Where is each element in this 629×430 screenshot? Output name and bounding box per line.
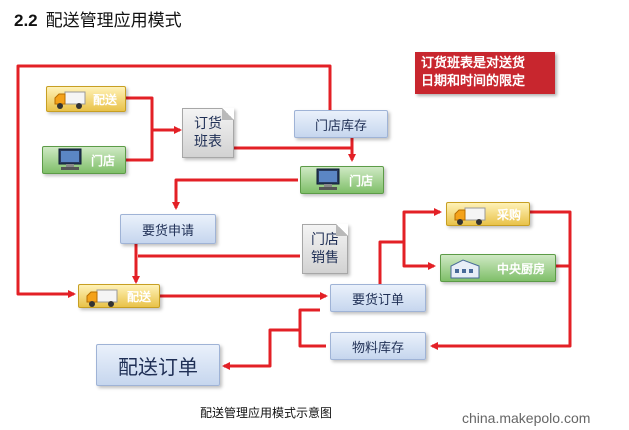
node-store-mid: 门店	[300, 166, 384, 194]
computer-icon	[316, 168, 340, 190]
arrow-order-to-branches	[378, 208, 442, 284]
arrow-to-delivery-order	[222, 328, 300, 370]
node-request-order-label: 要货订单	[351, 292, 404, 308]
node-material-inventory-label: 物料库存	[351, 340, 404, 356]
doc-order-schedule: 订货 班表	[182, 108, 234, 158]
node-store-top: 门店	[42, 146, 126, 174]
doc-store-sales: 门店 销售	[302, 224, 348, 274]
node-store-top-label: 门店	[90, 153, 115, 168]
node-request: 要货申请	[120, 214, 216, 244]
node-central-kitchen-label: 中央厨房	[496, 261, 545, 276]
node-material-inventory: 物料库存	[330, 332, 426, 360]
note-box: 订货班表是对送货 日期和时间的限定	[415, 52, 555, 94]
truck-icon	[454, 207, 486, 225]
section-title: 配送管理应用模式	[45, 11, 182, 31]
node-store-inventory: 门店库存	[294, 110, 388, 138]
doc-order-schedule-line-1: 订货	[194, 116, 222, 132]
building-icon	[450, 259, 480, 279]
truck-icon	[54, 91, 86, 109]
node-store-inventory-label: 门店库存	[314, 118, 367, 134]
node-delivery-mid: 配送	[78, 284, 160, 308]
arrow-inventory-to-delivery	[16, 64, 332, 298]
arrow-order-to-kitchen	[402, 242, 436, 270]
section-number: 2.2	[14, 11, 38, 30]
arrow-purchase-to-material	[430, 210, 572, 350]
node-delivery-mid-label: 配送	[126, 289, 151, 304]
node-request-order: 要货订单	[330, 284, 426, 312]
node-delivery-order: 配送订单	[96, 344, 220, 386]
figure-caption: 配送管理应用模式示意图	[200, 406, 333, 420]
node-purchase-label: 采购	[496, 207, 521, 222]
arrow-store-to-schedule	[126, 130, 154, 162]
doc-store-sales-line-2: 销售	[311, 250, 339, 266]
computer-icon	[58, 148, 82, 170]
node-request-label: 要货申请	[141, 223, 194, 239]
arrow-store-to-request	[172, 178, 298, 210]
page-title: 2.2 配送管理应用模式	[14, 6, 182, 31]
watermark: china.makepolo.com	[462, 410, 591, 426]
node-central-kitchen: 中央厨房	[440, 254, 556, 282]
note-line-2: 日期和时间的限定	[421, 74, 526, 89]
doc-order-schedule-line-2: 班表	[194, 134, 222, 150]
node-delivery-order-label: 配送订单	[118, 354, 198, 379]
arrow-order-to-deliveryorder	[298, 308, 326, 348]
doc-store-sales-line-1: 门店	[311, 232, 339, 248]
node-delivery-top-label: 配送	[92, 92, 117, 107]
node-store-mid-label: 门店	[348, 173, 373, 188]
node-delivery-top: 配送	[46, 86, 126, 112]
note-line-1: 订货班表是对送货	[421, 56, 526, 71]
truck-icon	[86, 289, 118, 307]
arrow-delivery-to-schedule	[126, 96, 182, 134]
node-purchase: 采购	[446, 202, 530, 226]
